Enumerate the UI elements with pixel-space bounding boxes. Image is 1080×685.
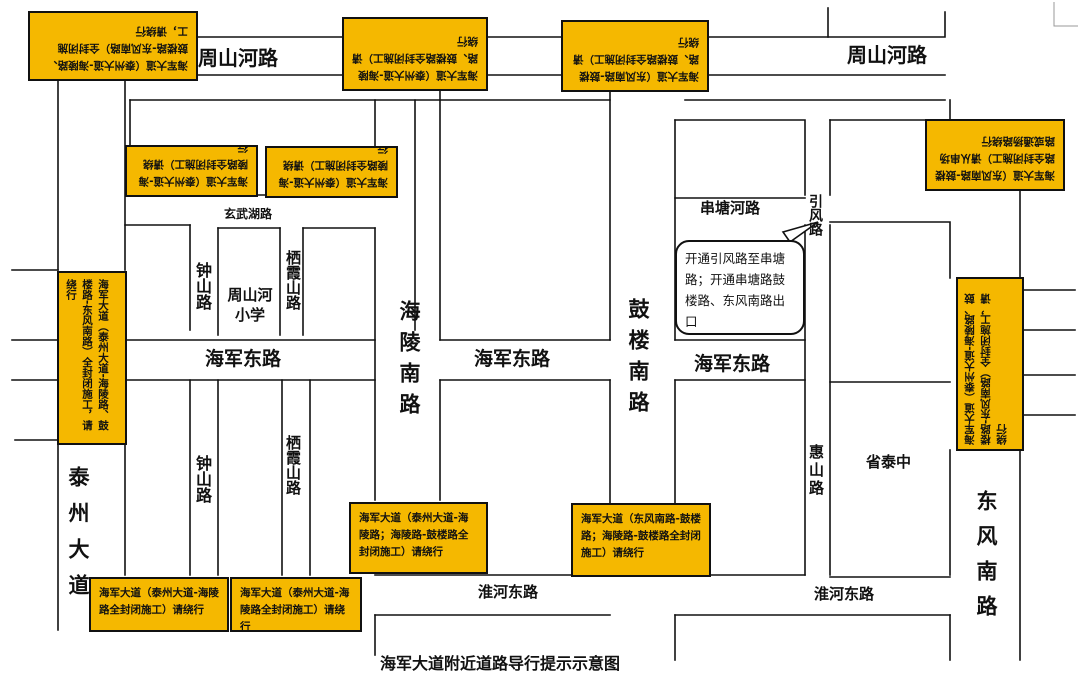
- map-caption: 海军大道附近道路导行提示示意图: [379, 654, 620, 673]
- road-label-qixia-shan-lu-north: 栖霞山路: [284, 250, 302, 310]
- detour-sign-right-vertical: 海军大道（泰州大道-海陵路、鼓楼路-东风南路）全封闭施工，请绕行: [956, 277, 1024, 451]
- road-label-zhoushan-he-lu-west: 周山河路: [198, 46, 278, 70]
- detour-sign-right-vertical-text: 海军大道（泰州大道-海陵路、鼓楼路-东风南路）全封闭施工，请绕行: [964, 293, 1008, 445]
- road-label-gulou-nanlu: 鼓楼南路: [626, 298, 651, 422]
- detour-sign-top-right: 海军大道（东风南路-鼓楼路、鼓楼路全封闭施工）请绕行: [561, 20, 709, 92]
- detour-sign-bottom-left-a: 海军大道（泰州大道-海陵路全封闭施工）请绕行: [89, 577, 229, 632]
- detour-sign-top-middle: 海军大道（泰州大道-海陵路、鼓楼路全封闭施工）请绕行: [342, 17, 488, 91]
- detour-sign-bottom-gulou: 海军大道（东风南路-鼓楼路；海陵路-鼓楼路全封闭施工）请绕行: [571, 503, 711, 577]
- detour-sign-bottom-hailing: 海军大道（泰州大道-海陵路；海陵路-鼓楼路全封闭施工）请绕行: [349, 502, 488, 574]
- detour-sign-mid-left-a: 海军大道（泰州大道-海陵路全封闭施工）请绕行: [125, 145, 258, 197]
- school-label-text: 周山河小学: [227, 286, 273, 324]
- road-label-haijun-donglu-middle: 海军东路: [474, 348, 551, 370]
- road-label-chuantang-he-lu: 串塘河路: [700, 199, 761, 217]
- road-label-haijun-donglu-west: 海军东路: [205, 348, 282, 370]
- detour-sign-mid-left-b: 海军大道（泰州大道-海陵路全封闭施工）请绕行: [265, 146, 398, 198]
- road-label-taizhou-dadao: 泰州大道: [66, 466, 91, 610]
- road-label-zhongshan-lu-south: 钟山路: [193, 455, 212, 503]
- detour-sign-left-vertical: 海军大道（泰州大道-海陵路、鼓楼路-东风南路）全封闭施工，请绕行: [57, 271, 127, 445]
- road-label-dongfeng-nanlu: 东风南路: [974, 490, 999, 630]
- road-label-yinfeng-lu: 引风路: [807, 194, 823, 236]
- road-label-hailing-nanlu: 海陵南路: [397, 300, 422, 424]
- corner-mark: [1053, 2, 1078, 27]
- road-label-zhoushan-he-lu-east: 周山河路: [847, 43, 927, 67]
- road-label-zhongshan-lu-north: 钟山路: [193, 262, 212, 310]
- road-label-huaihe-donglu-east: 淮河东路: [814, 585, 875, 603]
- callout-bubble: 开通引风路至串塘路；开通串塘路鼓楼路、东风南路出口: [675, 240, 805, 335]
- road-label-huaihe-donglu-west: 淮河东路: [478, 583, 539, 601]
- school-label-zhoushanhe: 周山河小学: [222, 285, 278, 325]
- detour-sign-topleft: 海军大道（泰州大道-海陵路、鼓楼路-东风南路）全封闭施工，请绕行: [28, 11, 198, 81]
- detour-sign-far-right-top: 海军大道（东风南路-鼓楼路全封闭施工）请从串场路或通扬路绕行: [925, 119, 1065, 191]
- place-label-shengtai-zhong: 省泰中: [866, 453, 912, 471]
- road-label-xuanwu-hu-lu: 玄武湖路: [224, 207, 273, 221]
- road-label-qixia-shan-lu-south: 栖霞山路: [284, 435, 302, 495]
- road-label-haijun-donglu-east: 海军东路: [694, 353, 771, 375]
- detour-sign-bottom-left-b: 海军大道（泰州大道-海陵路全封闭施工）请绕行: [230, 577, 362, 632]
- detour-sign-left-vertical-text: 海军大道（泰州大道-海陵路、鼓楼路-东风南路）全封闭施工，请绕行: [65, 279, 109, 431]
- road-label-huishan-lu: 惠山路: [807, 444, 825, 498]
